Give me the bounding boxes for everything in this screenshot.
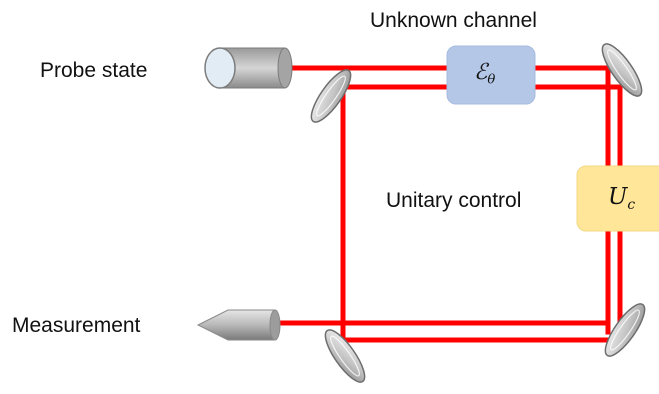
unknown-channel-box bbox=[446, 45, 536, 105]
mirror-upper-left-icon bbox=[310, 69, 352, 123]
mirror-upper-right-icon bbox=[601, 43, 643, 97]
mirror-lower-left-icon bbox=[324, 329, 366, 383]
probe-state-label: Probe state bbox=[40, 59, 148, 82]
unitary-symbol-main: U bbox=[608, 184, 628, 210]
unitary-control-label: Unitary control bbox=[386, 189, 522, 212]
detector-icon bbox=[196, 309, 281, 341]
unitary-symbol: Uc bbox=[608, 186, 635, 213]
unknown-channel-label: Unknown channel bbox=[370, 9, 537, 32]
channel-symbol: ℰθ bbox=[474, 62, 495, 87]
channel-symbol-sub: θ bbox=[487, 72, 496, 88]
channel-symbol-main: ℰ bbox=[474, 60, 488, 85]
unitary-control-box bbox=[576, 165, 659, 232]
measurement-label: Measurement bbox=[12, 314, 141, 337]
mirror-lower-right-icon bbox=[604, 303, 646, 357]
probe-source-icon bbox=[204, 47, 293, 89]
unitary-symbol-sub: c bbox=[627, 196, 636, 213]
